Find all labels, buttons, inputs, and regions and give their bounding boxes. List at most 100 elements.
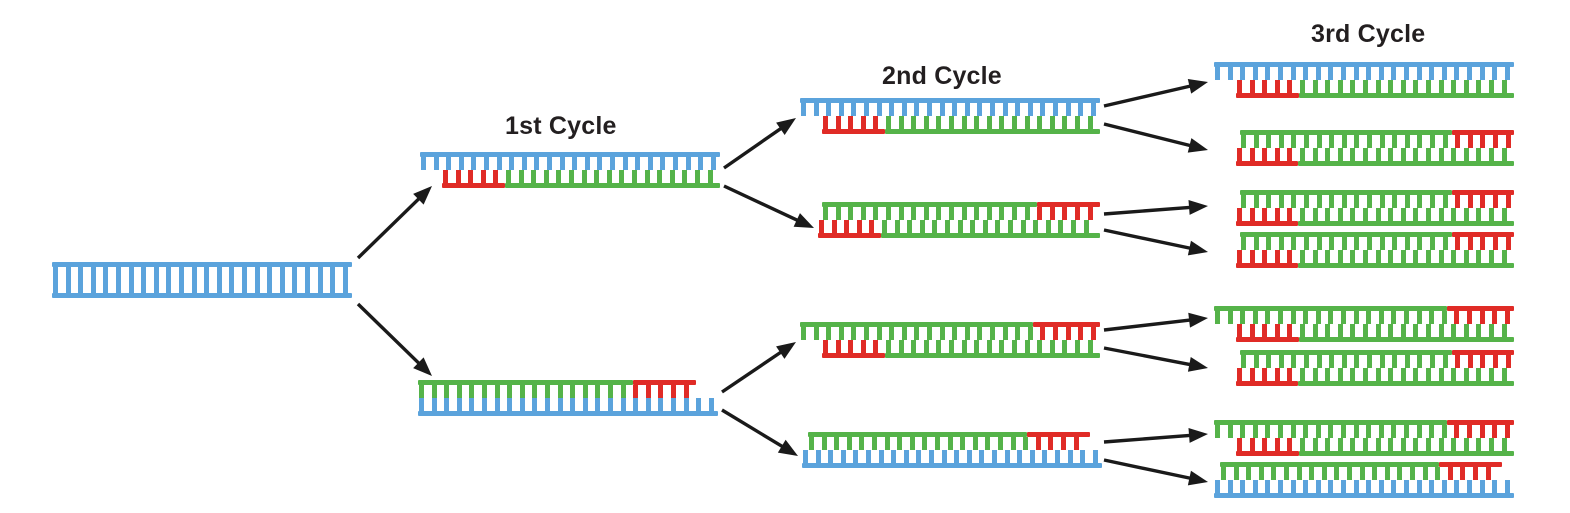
dna-duplex-cycle2-product-2	[818, 202, 1100, 238]
base-pair-rung	[914, 327, 920, 340]
base-pair-rung	[873, 340, 879, 353]
arrow-shaft	[1103, 458, 1194, 481]
base-pair-rung	[1240, 67, 1246, 80]
base-pair-rung	[1062, 340, 1068, 353]
base-pair-rung	[949, 340, 954, 353]
base-pair-rung	[1400, 438, 1406, 451]
base-pair-rung	[543, 170, 549, 183]
base-pair-rung	[1363, 250, 1368, 263]
base-pair-rung	[998, 437, 1003, 450]
base-pair-rung	[521, 157, 527, 170]
base-pair-rung	[1367, 135, 1372, 148]
base-pair-rung	[204, 280, 210, 293]
base-pair-rung	[1501, 80, 1507, 93]
base-pair-rung	[1492, 67, 1498, 80]
base-pair-rung	[1429, 425, 1435, 438]
base-pair-rung	[431, 398, 437, 411]
base-pair-rung	[999, 340, 1005, 353]
base-pair-rung	[1341, 425, 1346, 438]
base-pair-rung	[878, 450, 884, 463]
cycle3-product-7-bot-strand	[1236, 434, 1514, 456]
base-pair-rung	[1451, 80, 1457, 93]
base-pair-rung	[1291, 135, 1297, 148]
base-pair-rung	[1252, 67, 1258, 80]
arrow-c2-3-to-c3-6	[1103, 346, 1208, 372]
base-pair-rung	[1363, 368, 1368, 381]
base-pair-rung	[1078, 327, 1084, 340]
base-pair-rung	[1354, 195, 1360, 208]
arrow-head	[1188, 427, 1208, 443]
base-pair-rung	[1265, 67, 1271, 80]
base-pair-rung	[1378, 67, 1384, 80]
base-pair-rung	[484, 157, 489, 170]
base-pair-rung	[889, 103, 895, 116]
base-pair-rung	[179, 280, 184, 293]
base-pair-rung	[1027, 103, 1033, 116]
base-pair-rung	[1053, 103, 1058, 116]
base-pair-rung	[1290, 425, 1296, 438]
cycle1-product-lower-bot-strand	[418, 394, 718, 416]
base-pair-rung	[1337, 208, 1343, 221]
base-pair-rung	[1266, 135, 1272, 148]
cycle3-product-8-bot-rungs	[1214, 476, 1514, 498]
base-pair-rung	[1455, 135, 1461, 148]
base-pair-rung	[1058, 220, 1064, 233]
dna-duplex-cycle3-product-6	[1236, 350, 1514, 386]
arrow-shaft	[723, 125, 785, 170]
base-pair-rung	[1493, 237, 1498, 250]
base-pair-rung	[695, 170, 700, 183]
base-pair-rung	[1328, 480, 1334, 493]
dna-duplex-cycle2-product-3	[800, 322, 1100, 358]
base-pair-rung	[1473, 467, 1478, 480]
base-pair-rung	[1303, 480, 1309, 493]
base-pair-rung	[1438, 80, 1444, 93]
base-pair-rung	[1300, 438, 1305, 451]
base-pair-rung	[1325, 250, 1331, 263]
base-pair-rung	[813, 327, 819, 340]
cycle3-product-6-top-strand	[1240, 350, 1514, 372]
cycle3-product-8-bot-strand	[1214, 476, 1514, 498]
base-pair-rung	[1287, 324, 1293, 337]
base-pair-rung	[1476, 80, 1482, 93]
base-pair-rung	[1378, 311, 1384, 324]
cycle2-product-4-top-rungs	[808, 432, 1090, 454]
base-pair-rung	[848, 207, 854, 220]
arrow-c2-4-to-c3-7	[1103, 427, 1208, 444]
base-pair-rung	[534, 157, 540, 170]
base-pair-rung	[1266, 355, 1272, 368]
base-pair-rung	[1341, 237, 1347, 250]
base-pair-rung	[1312, 208, 1318, 221]
base-pair-rung	[864, 327, 869, 340]
cycle3-product-4-top-rungs	[1240, 232, 1514, 254]
base-pair-rung	[1417, 355, 1423, 368]
cycle2-product-2-top-rungs	[822, 202, 1100, 224]
base-pair-rung	[633, 398, 639, 411]
cycle3-product-3-top-backbone-seg-1	[1452, 190, 1514, 195]
base-pair-rung	[1391, 67, 1397, 80]
base-pair-rung	[1233, 467, 1239, 480]
base-pair-rung	[995, 220, 1001, 233]
base-pair-rung	[1426, 438, 1431, 451]
base-pair-rung	[1426, 250, 1431, 263]
base-pair-rung	[456, 385, 462, 398]
base-pair-rung	[1404, 195, 1410, 208]
base-pair-rung	[582, 398, 588, 411]
base-pair-rung	[1291, 195, 1297, 208]
base-pair-rung	[960, 437, 966, 450]
base-pair-rung	[1012, 116, 1017, 129]
dna-duplex-cycle2-product-1	[800, 98, 1100, 134]
base-pair-rung	[873, 116, 879, 129]
base-pair-rung	[1375, 208, 1381, 221]
base-pair-rung	[519, 398, 525, 411]
base-pair-rung	[1071, 220, 1076, 233]
base-pair-rung	[1366, 480, 1372, 493]
cycle3-product-7-top-strand	[1214, 420, 1514, 442]
base-pair-rung	[1215, 311, 1220, 324]
base-pair-rung	[1429, 480, 1435, 493]
base-pair-rung	[1271, 467, 1277, 480]
base-pair-rung	[1303, 67, 1309, 80]
base-pair-rung	[990, 327, 995, 340]
base-pair-rung	[1237, 438, 1242, 451]
base-pair-rung	[1400, 148, 1406, 161]
base-pair-rung	[1312, 438, 1318, 451]
